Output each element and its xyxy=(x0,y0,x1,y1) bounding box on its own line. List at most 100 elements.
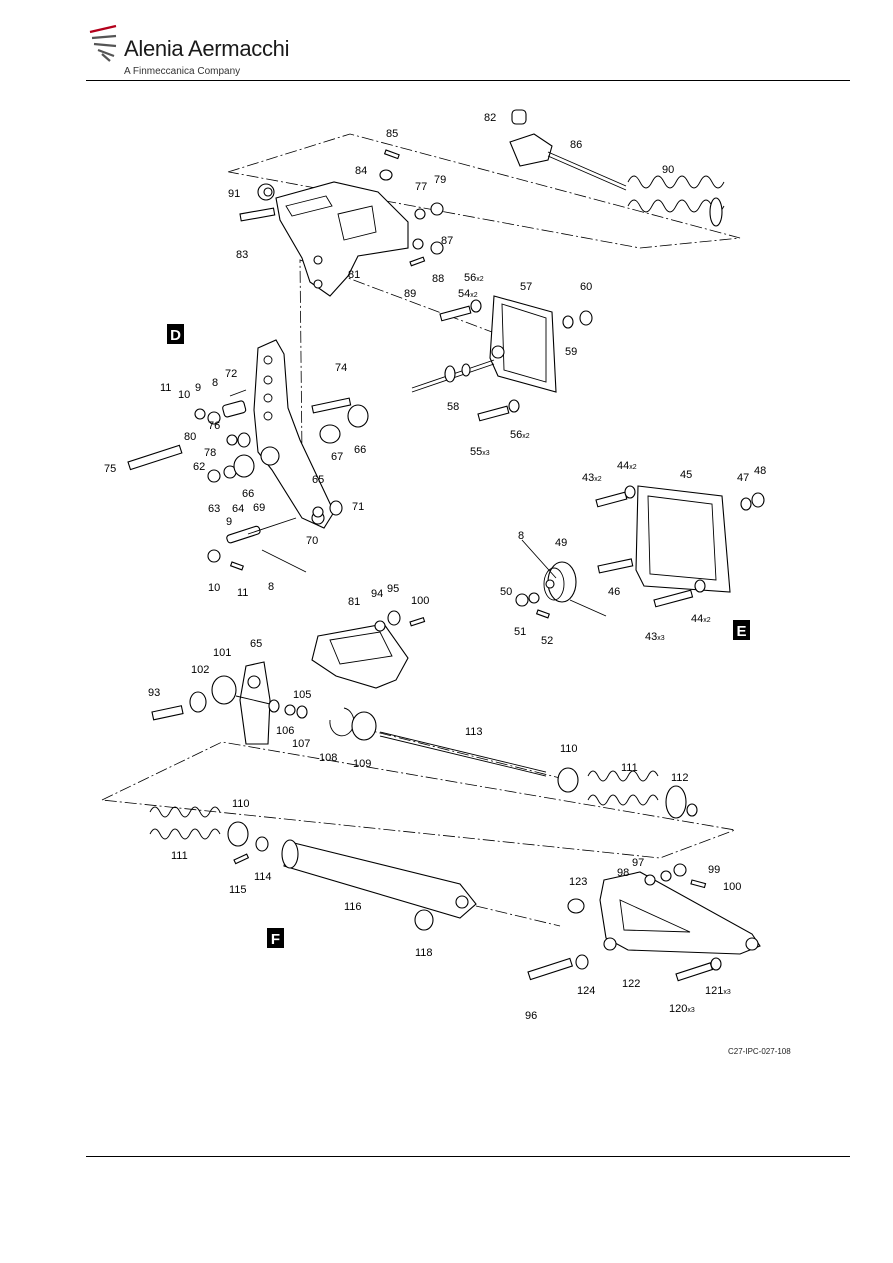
phantom-lines xyxy=(101,133,741,927)
callout: 79 xyxy=(434,174,446,186)
rod-end-assembly-86 xyxy=(509,109,725,227)
callout: 43x2 xyxy=(582,472,602,484)
bracket-122 xyxy=(599,871,761,955)
callout: 113 xyxy=(465,726,483,738)
callout: 91 xyxy=(228,188,240,200)
rod-113 xyxy=(379,731,547,777)
hardware-view-f-top xyxy=(268,610,426,741)
callout: 101 xyxy=(213,647,231,659)
callout: 106 xyxy=(276,725,294,737)
spring-90 xyxy=(627,175,725,227)
callout: 74 xyxy=(335,362,347,374)
callout: 81 xyxy=(348,596,360,608)
callout: 55x3 xyxy=(470,446,490,458)
cylinder-116 xyxy=(281,839,477,931)
callout: 80 xyxy=(184,431,196,443)
callout: 10 xyxy=(178,389,190,401)
callout: 44x2 xyxy=(617,460,637,472)
callout: 96 xyxy=(525,1010,537,1022)
callout: 111 xyxy=(171,850,188,862)
callout: 120x3 xyxy=(669,1003,695,1015)
callout: 58 xyxy=(447,401,459,413)
callout: 114 xyxy=(254,871,272,883)
callout: 109 xyxy=(353,758,371,770)
callout: 82 xyxy=(484,112,496,124)
callout: 51 xyxy=(514,626,526,638)
callout: 76 xyxy=(208,420,220,432)
callout: 87 xyxy=(441,235,453,247)
callout: 8 xyxy=(268,581,274,593)
callout: 43x3 xyxy=(645,631,665,643)
callout: 46 xyxy=(608,586,620,598)
callout: 89 xyxy=(404,288,416,300)
callout: 108 xyxy=(319,752,337,764)
callout: 45 xyxy=(680,469,692,481)
callout: 99 xyxy=(708,864,720,876)
callout: 97 xyxy=(632,857,644,869)
callout: 77 xyxy=(415,181,427,193)
callout: 63 xyxy=(208,503,220,515)
view-f-tag: F xyxy=(267,928,284,948)
header-divider xyxy=(86,80,850,81)
callout: 57 xyxy=(520,281,532,293)
svg-text:F: F xyxy=(271,931,280,948)
callout: 94 xyxy=(371,588,383,600)
spring-assembly-right xyxy=(557,767,698,819)
callout: 93 xyxy=(148,687,160,699)
callouts: 85 84 91 83 77 79 87 88 89 81 82 86 90 5… xyxy=(104,112,766,1022)
shaft-58 xyxy=(411,359,495,393)
callout: 67 xyxy=(331,451,343,463)
callout: 66 xyxy=(354,444,366,456)
callout: 52 xyxy=(541,635,553,647)
callout: 84 xyxy=(355,165,367,177)
callout: 86 xyxy=(570,139,582,151)
callout: 44x2 xyxy=(691,613,711,625)
callout: 75 xyxy=(104,463,116,475)
pulley-49 xyxy=(521,539,607,617)
callout: 48 xyxy=(754,465,766,477)
callout: 8 xyxy=(518,530,524,542)
callout: 100 xyxy=(723,881,741,893)
callout: 9 xyxy=(226,516,232,528)
svg-text:E: E xyxy=(736,623,746,640)
callout: 105 xyxy=(293,689,311,701)
callout: 56x2 xyxy=(510,429,530,441)
callout: 98 xyxy=(617,867,629,879)
callout: 110 xyxy=(232,798,250,810)
spring-assembly-left xyxy=(149,806,269,865)
callout: 107 xyxy=(292,738,310,750)
bracket-81-lower xyxy=(311,623,409,689)
callout: 121x3 xyxy=(705,985,731,997)
callout: 66 xyxy=(242,488,254,500)
plate-57 xyxy=(489,295,557,393)
callout: 65 xyxy=(250,638,262,650)
alenia-logo-icon xyxy=(89,24,117,62)
plate-45 xyxy=(635,485,731,593)
callout: 100 xyxy=(411,595,429,607)
hardware-view-e xyxy=(515,485,765,619)
svg-text:D: D xyxy=(170,327,181,344)
hardware-view-d-left xyxy=(127,389,369,573)
callout: 124 xyxy=(577,985,595,997)
callout: 122 xyxy=(622,978,640,990)
drawing-reference: C27-IPC-027-108 xyxy=(728,1047,791,1056)
callout: 83 xyxy=(236,249,248,261)
callout: 115 xyxy=(229,884,247,896)
callout: 95 xyxy=(387,583,399,595)
callout: 102 xyxy=(191,664,209,676)
callout: 71 xyxy=(352,501,364,513)
callout: 78 xyxy=(204,447,216,459)
callout: 49 xyxy=(555,537,567,549)
callout: 64 xyxy=(232,503,244,515)
callout: 70 xyxy=(306,535,318,547)
callout: 85 xyxy=(386,128,398,140)
callout: 72 xyxy=(225,368,237,380)
callout: 8 xyxy=(212,377,218,389)
callout: 56x2 xyxy=(464,272,484,284)
callout: 110 xyxy=(560,743,578,755)
callout: 54x2 xyxy=(458,288,478,300)
callout: 69 xyxy=(253,502,265,514)
callout: 81 xyxy=(348,269,360,281)
callout: 10 xyxy=(208,582,220,594)
hardware-91-83-84-85 xyxy=(239,149,444,267)
